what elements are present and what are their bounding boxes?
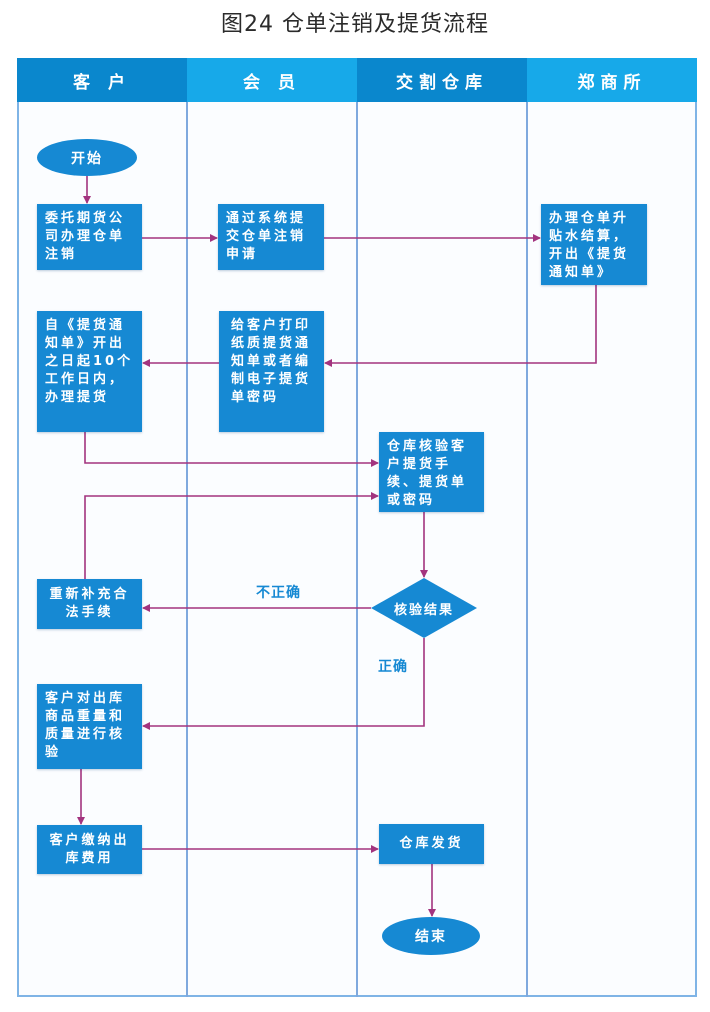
end-node: 结束 — [382, 917, 480, 955]
node-resupply: 重新补充合法手续 — [37, 579, 142, 629]
edge-label-incorrect: 不正确 — [256, 585, 301, 601]
decision-diamond — [371, 578, 477, 638]
node-print-notice: 给客户打印纸质提货通知单或者编制电子提货单密码 — [219, 311, 324, 432]
lane-header-member: 会 员 — [187, 58, 357, 102]
node-entrust: 委托期货公司办理仓单注销 — [37, 204, 142, 270]
node-warehouse-verify: 仓库核验客户提货手续、提货单或密码 — [379, 432, 484, 512]
lane-divider — [356, 102, 358, 997]
lane-divider — [186, 102, 188, 997]
node-pay-fee: 客户缴纳出库费用 — [37, 825, 142, 874]
node-submit: 通过系统提交仓单注销申请 — [218, 204, 324, 270]
node-exchange-settle: 办理仓单升贴水结算，开出《提货通知单》 — [541, 204, 647, 285]
arrow-exchange-to-print — [324, 285, 597, 367]
lane-header-warehouse: 交割仓库 — [357, 58, 527, 102]
lane-header-exchange: 郑商所 — [527, 58, 697, 102]
edge-label-correct: 正确 — [378, 659, 408, 675]
decision-label: 核验结果 — [393, 602, 454, 618]
start-node: 开始 — [37, 139, 137, 176]
node-ship: 仓库发货 — [379, 824, 484, 864]
lane-header-customer: 客 户 — [17, 58, 187, 102]
node-inspect: 客户对出库商品重量和质量进行核验 — [37, 684, 142, 769]
node-pickup: 自《提货通知单》开出之日起10个工作日内，办理提货 — [37, 311, 142, 432]
arrow-resupply-to-verify — [84, 492, 379, 579]
lane-divider — [526, 102, 528, 997]
arrow-pickup-to-verify — [84, 432, 379, 467]
diagram-title: 图24 仓单注销及提货流程 — [221, 12, 489, 37]
arrow-result-correct — [142, 638, 425, 730]
